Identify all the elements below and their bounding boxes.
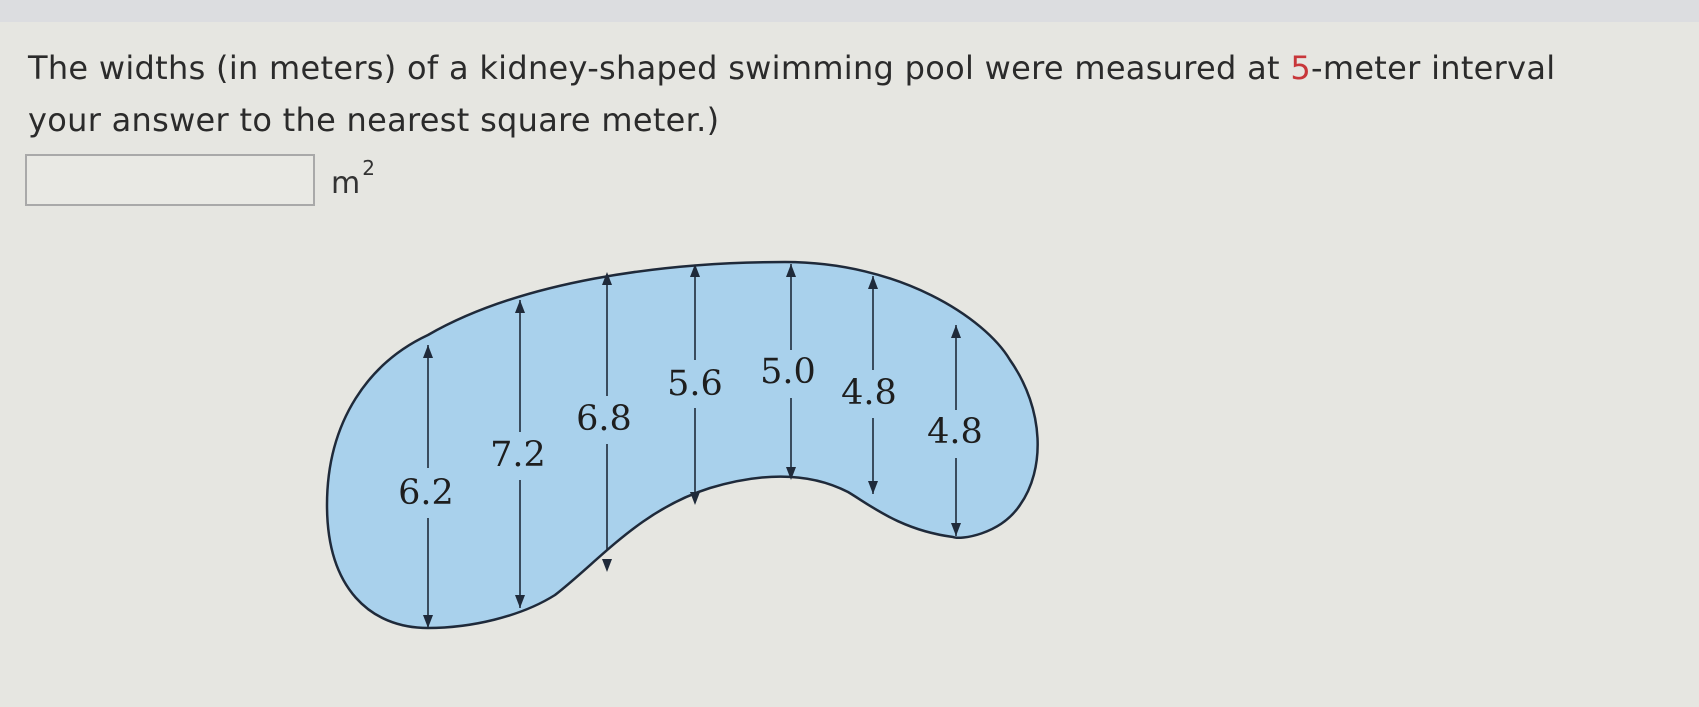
arrowhead-down-6 [868,481,878,494]
arrowhead-down-3 [602,559,612,572]
question-text: The widths (in meters) of a kidney-shape… [28,42,1699,146]
arrowhead-up-3 [602,272,612,285]
arrowheads [423,264,961,628]
width-label-5: 5.0 [760,352,816,392]
arrowhead-down-4 [690,492,700,505]
unit-base: m [331,166,361,201]
width-label-7: 4.8 [927,412,983,452]
question-line-1-end: -meter interval [1311,49,1556,87]
arrowhead-up-7 [951,325,961,338]
arrowhead-up-6 [868,276,878,289]
arrowhead-down-2 [515,595,525,608]
width-labels: 6.2 7.2 6.8 5.6 5.0 4.8 4.8 [398,352,983,513]
arrowhead-down-1 [423,615,433,628]
arrowhead-up-4 [690,264,700,277]
arrowhead-up-5 [786,264,796,277]
width-label-4: 5.6 [667,364,723,404]
width-label-3: 6.8 [576,399,632,439]
arrowhead-down-7 [951,523,961,536]
pool-fill [325,260,1039,630]
question-line-2: your answer to the nearest square meter.… [28,101,720,139]
width-label-1: 6.2 [398,473,454,513]
top-border-strip [0,0,1699,22]
interval-value: 5 [1290,49,1311,87]
question-line-1-start: The widths (in meters) of a kidney-shape… [28,49,1291,87]
arrowhead-down-5 [786,467,796,480]
arrowhead-up-1 [423,345,433,358]
width-label-2: 7.2 [490,435,546,475]
width-label-6: 4.8 [841,373,897,413]
answer-input[interactable] [25,154,315,206]
unit-exponent: 2 [362,156,375,180]
pool-shape [325,260,1039,630]
question-line-1: The widths (in meters) of a kidney-shape… [28,42,1699,94]
arrowhead-up-2 [515,300,525,313]
